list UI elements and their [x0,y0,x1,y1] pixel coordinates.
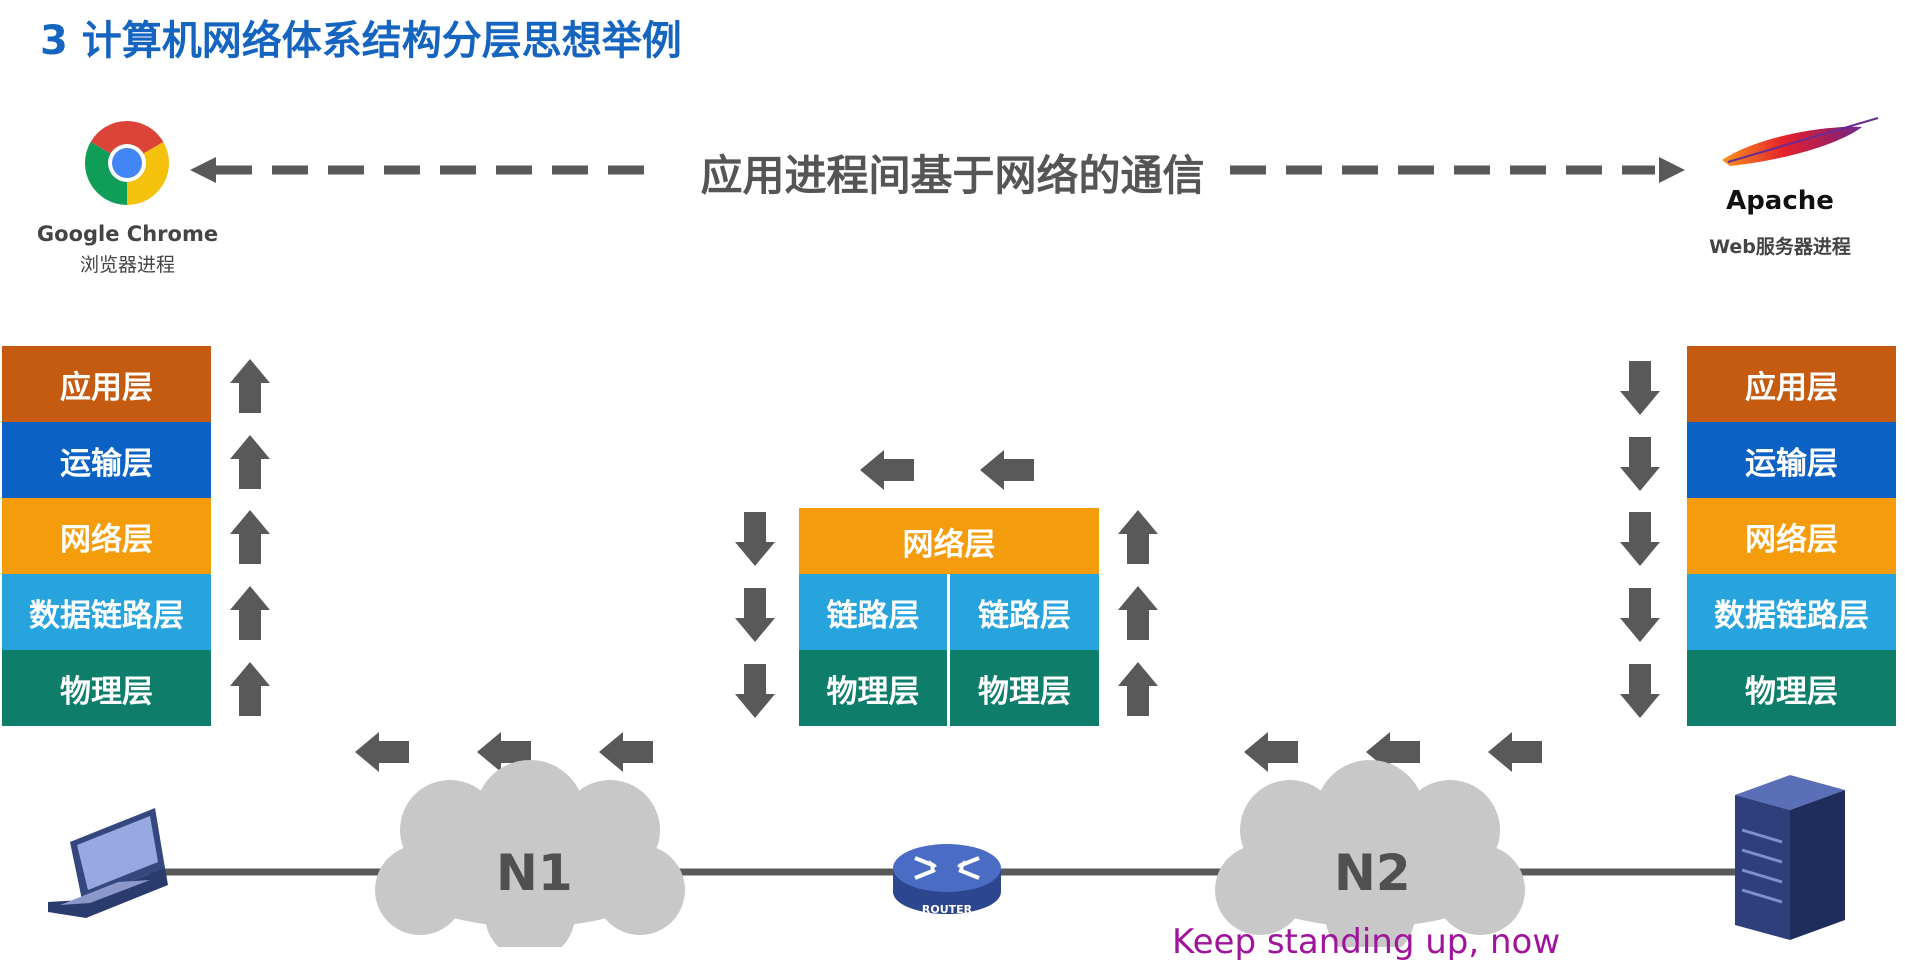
up-arrow [230,662,270,716]
server-layer-physical: 物理层 [1687,650,1896,726]
up-arrow [230,510,270,564]
comm-arrow-right [1659,157,1685,183]
process-comm-label: 应用进程间基于网络的通信 [700,151,1205,200]
server-down-arrows [1620,361,1660,718]
left-arrow [599,732,653,772]
client-process-label: 浏览器进程 [79,254,175,276]
apache-feather-icon [1722,117,1879,166]
page-title: 3 计算机网络体系结构分层思想举例 [40,18,682,64]
left-arrow [355,732,409,772]
server-layer-transport: 运输层 [1687,422,1896,498]
up-arrow [1118,586,1158,640]
client-layer-network: 网络层 [2,498,211,574]
cloud-n2-icon [1215,760,1525,947]
left-arrow [860,450,914,490]
client-layer-datalink: 数据链路层 [2,574,211,650]
left-arrow [1488,732,1542,772]
router-layer-physical-left: 物理层 [799,650,947,726]
down-arrow [735,664,775,718]
process-comm-line [190,157,1685,183]
laptop-icon [48,808,168,918]
router-layer-link-right: 链路层 [950,574,1099,650]
server-tower-icon [1735,775,1845,940]
down-arrow [1620,361,1660,415]
router-down-arrows [735,512,775,718]
client-layer-application: 应用层 [2,346,211,422]
client-layer-physical: 物理层 [2,650,211,726]
down-arrow [1620,512,1660,566]
router-up-arrows [1118,510,1158,716]
down-arrow [735,588,775,642]
server-layer-network: 网络层 [1687,498,1896,574]
server-layer-datalink: 数据链路层 [1687,574,1896,650]
up-arrow [1118,510,1158,564]
down-arrow [1620,588,1660,642]
up-arrow [230,435,270,489]
router-label: ROUTER [921,903,973,916]
router-layer-link-left: 链路层 [799,574,947,650]
cloud-n1-icon [375,760,685,947]
router-top-left-arrows [860,450,1034,490]
client-app-name: Google Chrome [36,222,219,246]
left-arrow [1244,732,1298,772]
left-arrow [980,450,1034,490]
subtitle-caption: Keep standing up, now [1172,922,1561,962]
network-n2-label: N2 [1334,844,1411,902]
client-layer-transport: 运输层 [2,422,211,498]
down-arrow [1620,664,1660,718]
server-process-label: Web服务器进程 [1709,236,1851,258]
router-layer-network: 网络层 [799,508,1099,574]
chrome-logo-icon [84,120,170,205]
router-layer-physical-right: 物理层 [950,650,1099,726]
up-arrow [230,586,270,640]
router-icon [893,844,1001,914]
network-n1-label: N1 [496,844,573,902]
down-arrow [1620,437,1660,491]
server-layer-application: 应用层 [1687,346,1896,422]
comm-arrow-left [190,157,216,183]
client-up-arrows [230,359,270,716]
up-arrow [230,359,270,413]
down-arrow [735,512,775,566]
n1-left-arrows [355,732,653,772]
up-arrow [1118,662,1158,716]
server-app-name: Apache [1726,186,1834,216]
